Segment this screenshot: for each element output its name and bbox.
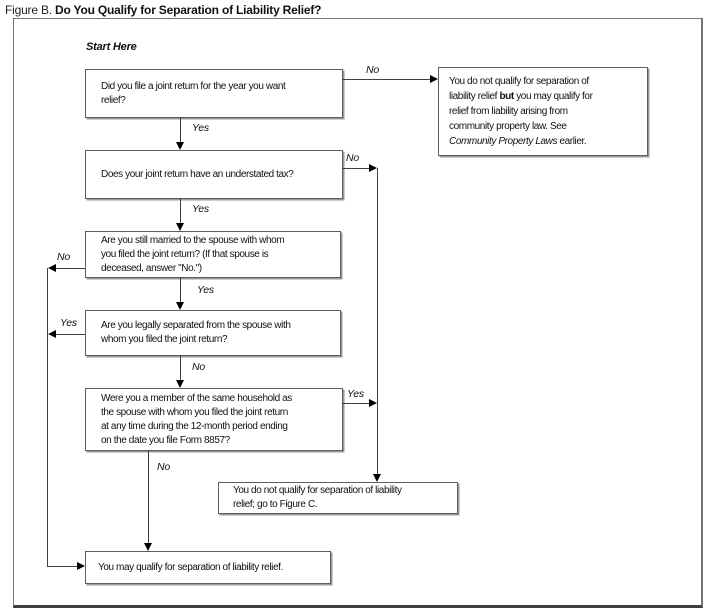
connector-q1-to-q2 [180,117,181,142]
box-text-line: You may qualify for separation of liabil… [98,561,283,573]
edge-label-q1-no: No [366,64,380,76]
edge-label-q2-yes: Yes [192,203,209,215]
arrow-down-icon [176,223,184,231]
outcome-box-community-property: You do not qualify for separation of lia… [438,67,648,156]
figure-label: Figure B. [5,3,52,17]
figure-title: Do You Qualify for Separation of Liabili… [55,3,322,17]
edge-label-q4-yes: Yes [60,317,77,329]
arrow-right-icon [369,398,377,407]
box-text-line: relief? [101,94,126,106]
connector-q3-no [56,268,85,269]
box-text-line: relief from liability arising from [449,106,568,117]
box-text-line: liability relief but you may qualify for [449,89,647,104]
decision-box-legally-separated: Are you legally separated from the spous… [85,310,341,356]
connector-right-rail [377,168,378,474]
decision-box-still-married: Are you still married to the spouse with… [85,231,341,278]
box-text-line: Are you still married to the spouse with… [101,234,285,246]
text-segment: earlier. [557,136,587,147]
arrow-right-icon [430,74,438,83]
connector-q1-no [342,79,430,80]
connector-left-rail-to-qualify [47,566,77,567]
box-text-line: Community Property Laws earlier. [449,134,647,149]
arrow-down-icon [176,302,184,310]
figure-caption: Figure B. Do You Qualify for Separation … [5,3,321,17]
box-text-line: You do not qualify for separation of [449,76,589,87]
box-text-line: Did you file a joint return for the year… [101,80,286,92]
box-text-line: relief; go to Figure C. [233,499,318,510]
box-text-line: deceased, answer "No.") [101,262,202,274]
box-text-line: Does your joint return have an understat… [101,168,294,180]
arrow-right-icon [369,163,377,172]
box-text-line: you filed the joint return? (If that spo… [101,248,269,260]
arrow-down-icon [176,142,184,150]
edge-label-q4-no: No [192,361,206,373]
box-text-line: Were you a member of the same household … [101,392,292,404]
arrow-right-icon [77,561,85,570]
connector-q2-to-q3 [180,198,181,223]
arrow-left-icon [48,263,56,272]
edge-label-q3-no: No [57,251,71,263]
decision-box-understated-tax: Does your joint return have an understat… [85,150,343,199]
connector-q5-yes [342,403,369,404]
edge-label-q2-no: No [346,152,360,164]
edge-label-q1-yes: Yes [192,122,209,134]
connector-q5-to-qualify [148,450,149,543]
connector-q3-to-q4 [180,277,181,302]
outcome-box-figure-c: You do not qualify for separation of lia… [218,482,458,514]
text-segment-bold: but [499,91,514,102]
text-segment: liability relief [449,91,500,102]
arrow-left-icon [48,329,56,338]
edge-label-q5-yes: Yes [347,388,364,400]
arrow-down-icon [144,543,152,551]
text-segment-italic: Community Property Laws [449,136,558,147]
edge-label-q5-no: No [157,461,171,473]
connector-left-rail [47,268,48,567]
connector-q4-yes [56,334,85,335]
box-text-line: You do not qualify for separation of lia… [233,485,402,496]
box-text-line: community property law. See [449,121,567,132]
edge-label-q3-yes: Yes [197,284,214,296]
box-text-line: whom you filed the joint return? [101,334,228,345]
start-here-label: Start Here [86,41,137,53]
box-text-line: on the date you file Form 8857? [101,434,230,446]
outcome-box-may-qualify: You may qualify for separation of liabil… [85,551,331,584]
box-text-line: Are you legally separated from the spous… [101,320,291,331]
decision-box-joint-return: Did you file a joint return for the year… [85,69,343,118]
text-segment: you may qualify for [513,91,593,102]
box-text-line: at any time during the 12-month period e… [101,420,288,432]
arrow-down-icon [176,380,184,388]
box-text-line: the spouse with whom you filed the joint… [101,406,288,418]
connector-q4-to-q5 [180,355,181,380]
arrow-down-icon [373,474,381,482]
connector-q2-no [342,168,369,169]
decision-box-same-household: Were you a member of the same household … [85,388,343,451]
